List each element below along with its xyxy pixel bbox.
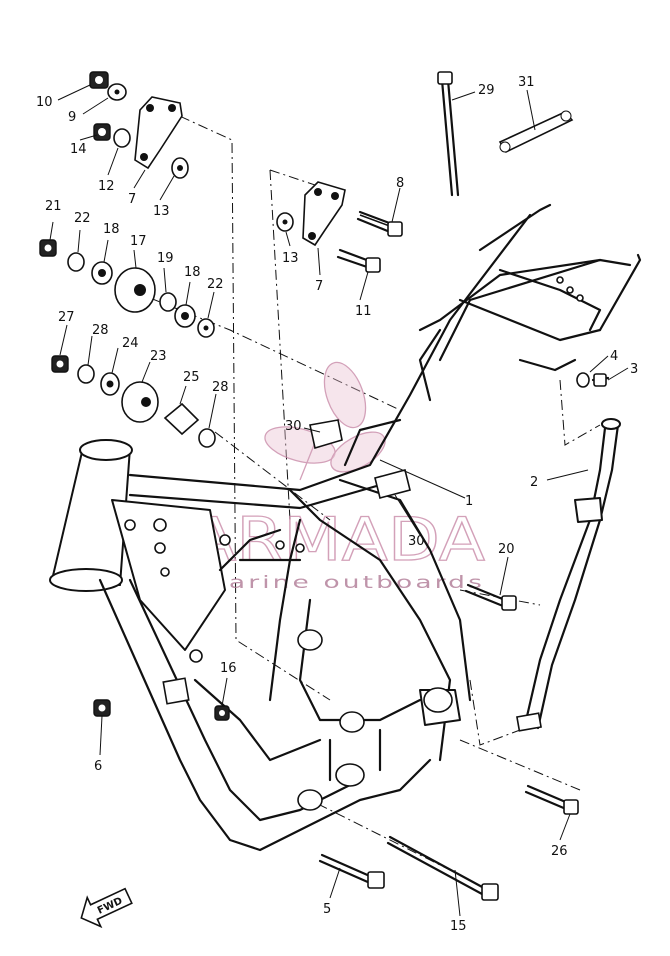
part-label-28b: 28 [212, 380, 229, 395]
part-label-27: 27 [58, 310, 75, 325]
part-label-9: 9 [68, 110, 76, 125]
part-label-22: 22 [74, 211, 91, 226]
part-label-21: 21 [45, 199, 62, 214]
part-label-31: 31 [518, 75, 535, 90]
main-frame [49, 203, 642, 852]
part-label-7b: 7 [315, 279, 323, 294]
part-labels: 10 9 14 12 7 13 21 22 18 17 19 18 22 27 … [36, 75, 638, 934]
part-label-3: 3 [630, 362, 638, 377]
part-label-11: 11 [355, 304, 372, 319]
leader-lines [49, 84, 629, 917]
part-label-29: 29 [478, 83, 495, 98]
hardware-parts [39, 71, 610, 901]
part-label-23: 23 [150, 349, 167, 364]
part-label-18b: 18 [184, 265, 201, 280]
part-label-6: 6 [94, 759, 102, 774]
watermark: ARMADA marine outboards [189, 361, 486, 593]
part-label-15: 15 [450, 919, 467, 934]
watermark-tagline: marine outboards [200, 573, 485, 593]
fwd-arrow-icon: FWD [80, 887, 133, 929]
part-label-13b: 13 [282, 251, 299, 266]
watermark-brand: ARMADA [190, 505, 485, 575]
part-label-16: 16 [220, 661, 237, 676]
part-label-22b: 22 [207, 277, 224, 292]
part-label-26: 26 [551, 844, 568, 859]
part-label-10: 10 [36, 95, 53, 110]
watermark-logo-icon [264, 361, 386, 481]
part-label-7: 7 [128, 192, 136, 207]
part-label-2: 2 [530, 475, 538, 490]
part-label-12: 12 [98, 179, 115, 194]
part-label-14: 14 [70, 142, 87, 157]
rear-subframe [516, 418, 621, 732]
part-label-5: 5 [323, 902, 331, 917]
part-label-13: 13 [153, 204, 170, 219]
part-label-1: 1 [465, 494, 473, 509]
part-label-25: 25 [183, 370, 200, 385]
part-label-4: 4 [610, 349, 618, 364]
part-label-24: 24 [122, 336, 139, 351]
part-label-8: 8 [396, 176, 404, 191]
part-label-19: 19 [157, 251, 174, 266]
part-label-30: 30 [285, 419, 302, 434]
part-label-28: 28 [92, 323, 109, 338]
part-label-30b: 30 [408, 534, 425, 549]
part-label-20: 20 [498, 542, 515, 557]
part-label-17: 17 [130, 234, 147, 249]
part-label-18: 18 [103, 222, 120, 237]
